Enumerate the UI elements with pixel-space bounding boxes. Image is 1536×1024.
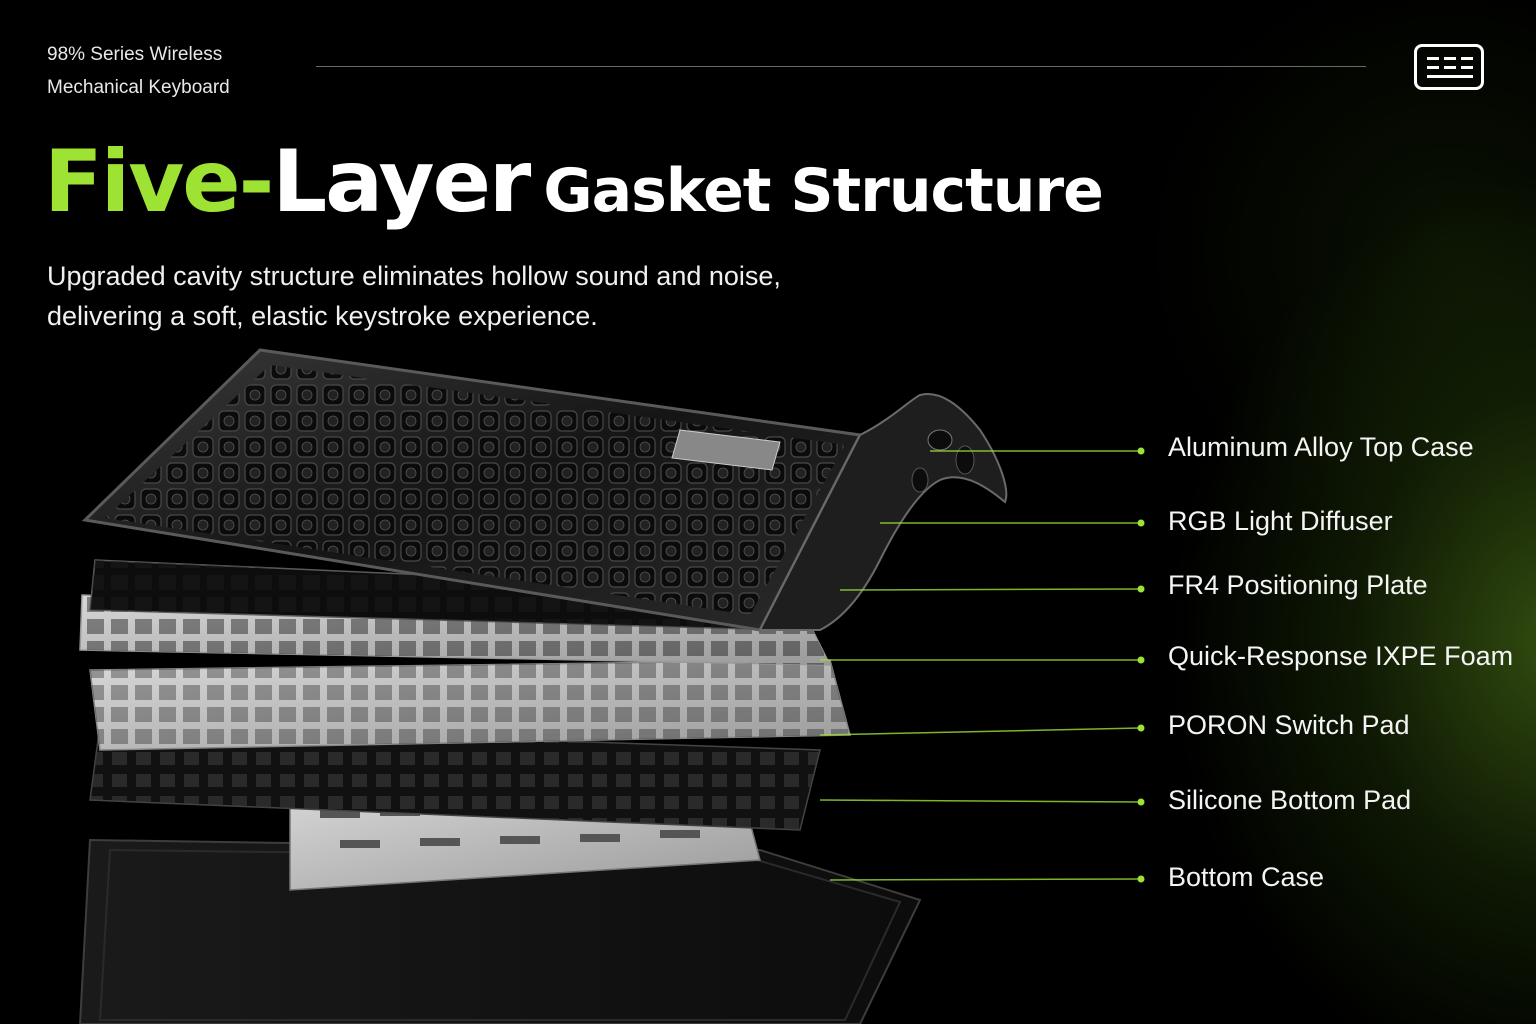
subtitle-line-1: Upgraded cavity structure eliminates hol… [47,261,781,291]
series-line-1: 98% Series Wireless [47,44,223,65]
label-aluminum-top-case: Aluminum Alloy Top Case [1168,432,1474,462]
label-fr4-plate: FR4 Positioning Plate [1168,570,1428,600]
layer-top-case [81,348,1008,632]
subtitle-line-2: delivering a soft, elastic keystroke exp… [47,301,598,331]
label-rgb-diffuser: RGB Light Diffuser [1168,506,1393,536]
series-caption: 98% Series Wireless Mechanical Keyboard [47,38,230,104]
title-layer: Layer [272,132,531,232]
page-subtitle: Upgraded cavity structure eliminates hol… [47,256,847,336]
series-line-2: Mechanical Keyboard [47,77,230,98]
keyboard-icon [1414,44,1484,90]
label-poron-switch-pad: PORON Switch Pad [1168,710,1410,740]
title-five: Five [44,132,241,232]
layer-ixpe-foam [89,659,851,751]
title-dash: - [238,132,275,232]
label-silicone-bottom-pad: Silicone Bottom Pad [1168,785,1412,815]
header-divider [316,66,1366,67]
label-bottom-case: Bottom Case [1168,862,1325,892]
title-gasket-structure: Gasket Structure [543,156,1103,226]
label-ixpe-foam: Quick-Response IXPE Foam [1168,641,1514,671]
layer-poron-switch-pad [89,724,821,831]
exploded-keyboard-illustration [78,348,1008,1024]
